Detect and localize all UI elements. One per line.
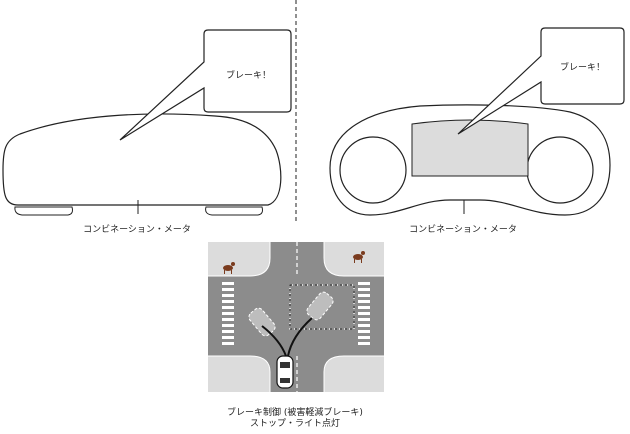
right-meter-cluster [329,104,611,216]
combination-meter-label-left: コンビネーション・メータ [83,225,191,235]
animal-icon [353,251,365,263]
brake-warning-text-right: ブレーキ！ [560,63,606,73]
intersection-caption-line2: ストップ・ライト点灯 [249,419,340,429]
predicted-path-car-right [306,291,334,321]
combination-meter-label-right: コンビネーション・メータ [409,225,517,235]
animal-icon [223,262,235,274]
intersection-scene [208,242,384,392]
own-vehicle [276,355,294,389]
left-speech-bubble [119,29,292,141]
intersection-caption-line1: ブレーキ制御 (被害軽減ブレーキ) [227,408,363,418]
right-speech-bubble [457,27,625,135]
left-dashboard [2,113,282,216]
brake-warning-text-left: ブレーキ！ [226,71,272,81]
